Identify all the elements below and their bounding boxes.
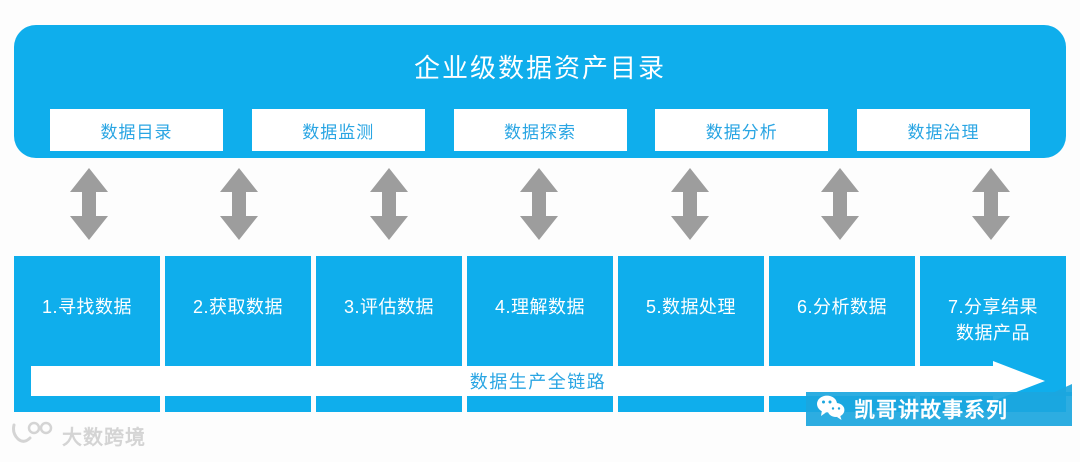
capability-button-data-monitoring[interactable]: 数据监测 xyxy=(251,109,425,151)
bidirectional-arrow-icon-2 xyxy=(220,168,258,240)
wechat-icon xyxy=(816,394,846,425)
watermark-right-corner-accent xyxy=(1046,384,1072,396)
dashujingjing-logo-icon xyxy=(10,421,56,450)
capability-button-data-catalog[interactable]: 数据目录 xyxy=(50,109,223,151)
data-lifecycle-step-row: 1.寻找数据 2.获取数据 3.评估数据 4.理解数据 5.数据处理 6.分析数… xyxy=(14,256,1066,412)
bidirectional-arrow-icon-7 xyxy=(972,168,1010,240)
enterprise-data-catalog-banner: 企业级数据资产目录 数据目录 数据监测 数据探索 数据分析 数据治理 xyxy=(14,25,1066,158)
bidirectional-arrow-icon-5 xyxy=(671,168,709,240)
watermark-left-text: 大数跨境 xyxy=(62,427,146,449)
watermark-right-text: 凯哥讲故事系列 xyxy=(854,399,1008,422)
process-step-label: 3.评估数据 xyxy=(343,297,434,317)
process-step-label: 7.分享结果 数据产品 xyxy=(947,297,1038,343)
capability-button-data-analysis[interactable]: 数据分析 xyxy=(655,109,829,151)
chain-arrow-label: 数据生产全链路 xyxy=(469,372,607,392)
bidirectional-arrow-icon-3 xyxy=(370,168,408,240)
capability-label: 数据监测 xyxy=(302,122,375,142)
capability-label: 数据探索 xyxy=(504,122,576,142)
page-title: 企业级数据资产目录 xyxy=(413,53,666,83)
process-step-label: 5.数据处理 xyxy=(645,297,736,317)
capability-button-data-exploration[interactable]: 数据探索 xyxy=(453,109,627,151)
capability-label: 数据治理 xyxy=(907,122,980,142)
process-step-label: 6.分析数据 xyxy=(796,297,887,317)
watermark-bottom-right: 凯哥讲故事系列 xyxy=(806,384,1072,426)
watermark-right-background xyxy=(806,392,1072,426)
process-step-label: 1.寻找数据 xyxy=(41,297,132,317)
capability-button-group: 数据目录 数据监测 数据探索 数据分析 数据治理 xyxy=(50,109,1030,151)
process-step-label: 2.获取数据 xyxy=(192,297,283,317)
capability-button-data-governance[interactable]: 数据治理 xyxy=(857,109,1030,151)
watermark-bottom-left: 大数跨境 xyxy=(10,421,146,450)
connector-arrow-row xyxy=(14,168,1066,248)
bidirectional-arrow-icon-4 xyxy=(520,168,558,240)
process-step-label: 4.理解数据 xyxy=(494,297,585,317)
bidirectional-arrow-icon-1 xyxy=(70,168,108,240)
capability-label: 数据目录 xyxy=(100,122,173,142)
bidirectional-arrow-icon-6 xyxy=(821,168,859,240)
capability-label: 数据分析 xyxy=(705,122,778,142)
